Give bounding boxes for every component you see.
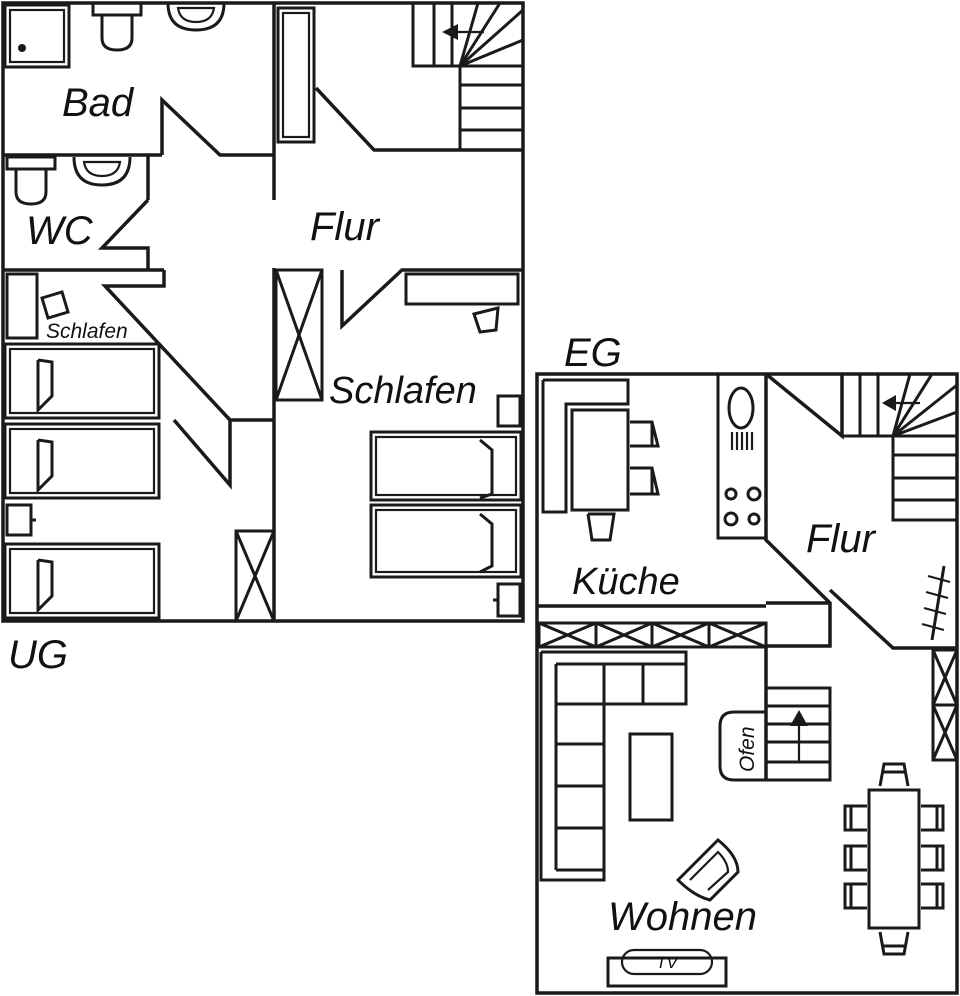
desk-icon — [404, 272, 520, 306]
chair-icon — [843, 804, 867, 832]
chair-icon — [40, 290, 70, 320]
wardrobe-icon — [234, 529, 276, 623]
sofa-icon — [539, 650, 688, 882]
tv-label: TV — [656, 953, 679, 972]
toilet-icon — [5, 155, 57, 206]
room-label-wohnen: Wohnen — [608, 895, 757, 939]
shower-icon — [3, 3, 71, 69]
ug-bathroom-walls — [3, 95, 274, 490]
nightstand-icon — [5, 503, 36, 537]
room-label-schlafen-large: Schlafen — [329, 370, 477, 412]
table-icon — [628, 732, 674, 822]
wardrobe-icon — [931, 648, 959, 762]
chair-icon — [675, 837, 740, 902]
ofen-label: Ofen — [736, 726, 759, 772]
tv-icon — [606, 948, 728, 988]
room-label-bad: Bad — [62, 81, 135, 125]
stair-icon — [840, 373, 958, 522]
room-label-kueche: Küche — [572, 561, 680, 603]
bed-icon — [3, 542, 161, 620]
counter-icon — [541, 378, 630, 514]
room-label-wc: WC — [26, 209, 94, 253]
chair-icon — [878, 931, 910, 956]
bed-icon — [369, 503, 523, 579]
chair-icon — [586, 512, 616, 542]
stair-icon — [764, 686, 832, 782]
chair-icon — [843, 882, 867, 910]
chair-icon — [921, 804, 945, 832]
coat-rack-icon — [921, 565, 951, 641]
chair-icon — [921, 844, 945, 872]
chair-icon — [878, 762, 910, 787]
wardrobe-icon — [537, 621, 768, 649]
table-icon — [867, 788, 921, 930]
eg-floor: EG Küche Flur Wohnen Ofen TV — [535, 331, 959, 995]
chair-icon — [921, 882, 945, 910]
desk-icon — [5, 272, 39, 340]
bed-icon — [3, 342, 161, 420]
nightstand-icon — [493, 582, 522, 618]
wardrobe-icon — [274, 268, 324, 402]
sink-icon — [72, 156, 132, 187]
chair-icon — [630, 466, 660, 496]
room-label-flur: Flur — [310, 205, 381, 249]
stove-icon — [718, 710, 766, 782]
nightstand-icon — [496, 394, 522, 428]
chair-icon — [843, 844, 867, 872]
floor-label-ug: UG — [8, 633, 68, 677]
chair-icon — [630, 420, 660, 448]
room-label-flur-eg: Flur — [806, 517, 877, 561]
bed-icon — [3, 422, 161, 500]
floor-label-eg: EG — [564, 331, 622, 375]
sink-icon — [166, 2, 226, 32]
ug-floor: Bad WC Flur Schlafen Schlafen UG — [1, 1, 525, 677]
room-label-schlafen-small: Schlafen — [46, 320, 128, 343]
wardrobe-icon — [276, 6, 316, 144]
stove-icon — [716, 372, 768, 540]
stair-icon — [411, 2, 524, 150]
toilet-icon — [91, 1, 143, 52]
bed-icon — [369, 430, 523, 502]
chair-icon — [472, 306, 500, 334]
